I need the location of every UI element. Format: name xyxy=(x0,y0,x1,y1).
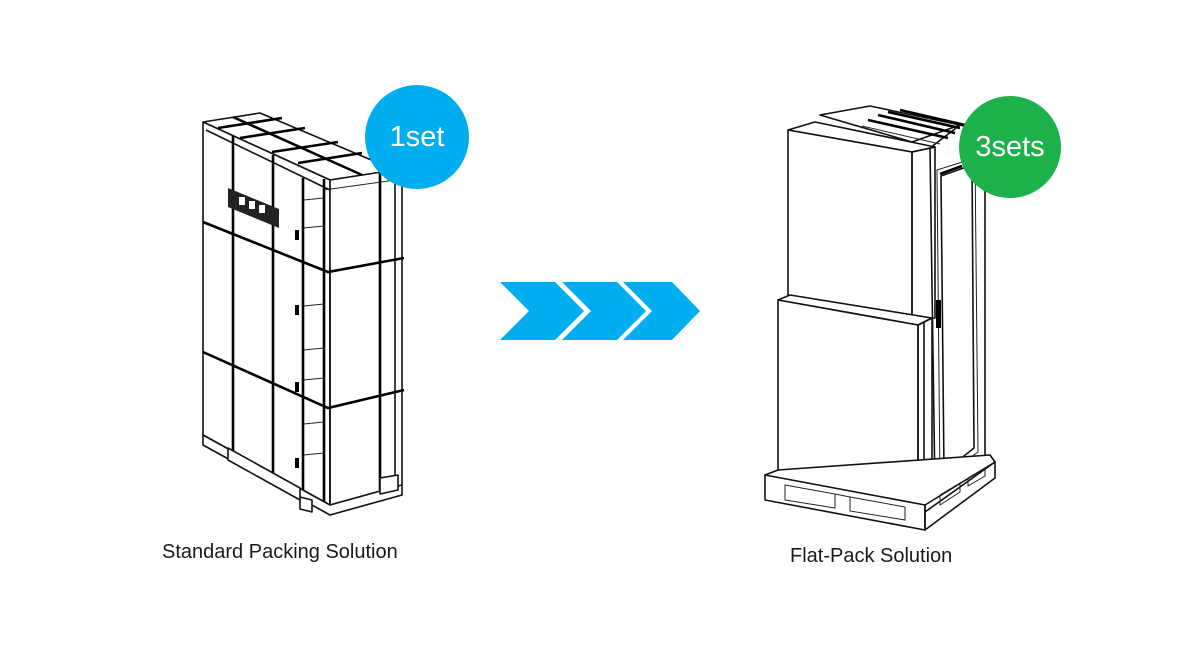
chevron-1 xyxy=(500,282,584,340)
standard-packing-caption: Standard Packing Solution xyxy=(162,541,398,563)
quantity-badge-3sets: 3sets xyxy=(959,96,1061,198)
chevron-3 xyxy=(623,282,700,340)
standard-cabinet-drawing xyxy=(202,112,405,516)
badge-3sets-text: 3sets xyxy=(975,130,1045,163)
pallet xyxy=(764,454,996,531)
quantity-badge-1set: 1set xyxy=(365,85,469,189)
flat-pack-caption: Flat-Pack Solution xyxy=(790,545,953,567)
badge-1set-text: 1set xyxy=(389,120,445,153)
top-rollers xyxy=(861,108,966,145)
chevron-2 xyxy=(562,282,646,340)
flat-pack-drawing xyxy=(764,105,996,531)
